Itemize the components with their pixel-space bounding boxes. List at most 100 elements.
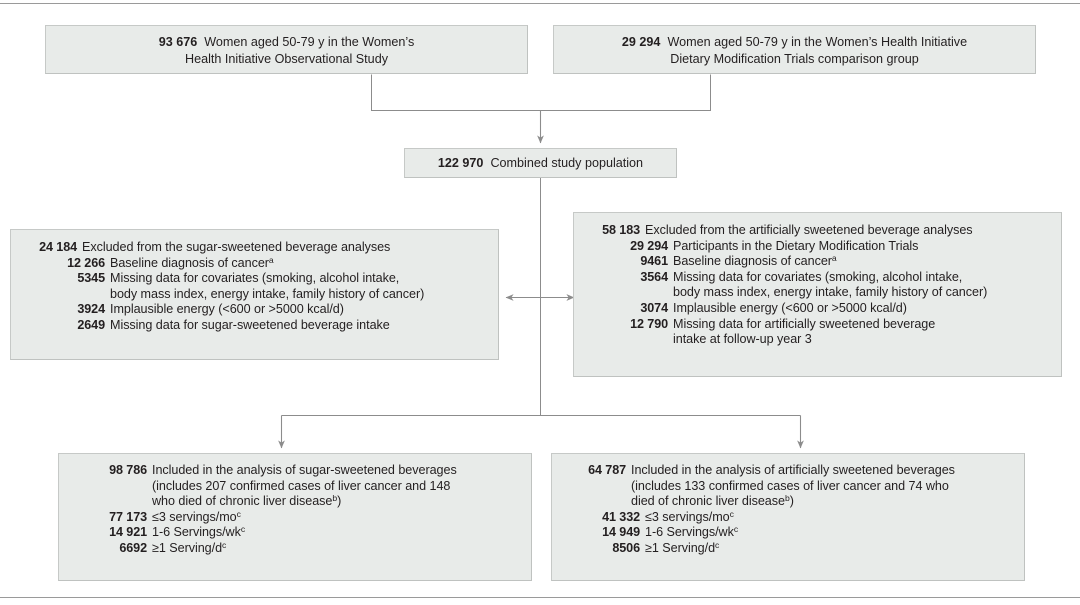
excl-asb-item-4-cont: intake at follow-up year 3 <box>673 332 812 347</box>
excl-ssb-item-1-count: 5345 <box>77 271 105 286</box>
incl-asb-item-2-text: ≥1 Serving/dc <box>645 541 1014 557</box>
excl-asb-item-2-cont: body mass index, energy intake, family h… <box>673 285 988 300</box>
excl-asb-item-3: 3074 Implausible energy (<600 or >5000 k… <box>582 301 1053 317</box>
incl-ssb-header-row: 98 786 Included in the analysis of sugar… <box>67 463 521 510</box>
incl-asb-item-2-sup: c <box>715 540 720 551</box>
incl-asb-label-3-sup: b <box>784 493 790 504</box>
incl-ssb-item-0-text: ≤3 servings/moc <box>152 510 521 526</box>
excl-ssb-item-2-text: Implausible energy (<600 or >5000 kcal/d… <box>110 302 344 317</box>
incl-ssb-item-1-text: 1-6 Servings/wkc <box>152 525 521 541</box>
incl-asb-item-0-text: ≤3 servings/moc <box>645 510 1014 526</box>
excl-ssb-item-3-text: Missing data for sugar-sweetened beverag… <box>110 317 390 332</box>
excl-asb-item-3-count: 3074 <box>640 300 668 315</box>
excl-asb-item-4-main: Missing data for artificially sweetened … <box>673 316 936 331</box>
incl-ssb-item-1-main: 1-6 Servings/wk <box>152 525 241 540</box>
incl-ssb-item-0-sup: c <box>236 508 241 519</box>
incl-asb-label-1: Included in the analysis of artificially… <box>631 463 955 477</box>
excl-asb-item-1-count: 9461 <box>640 254 668 269</box>
box-excluded-sugar-sweetened: 24 184 Excluded from the sugar-sweetened… <box>10 229 499 360</box>
incl-asb-item-0-count: 41 332 <box>602 509 640 524</box>
dietary-count: 29 294 <box>621 35 661 49</box>
box-combined-population: 122 970 Combined study population <box>404 148 677 178</box>
incl-asb-item-1: 14 949 1-6 Servings/wkc <box>560 525 1014 541</box>
incl-ssb-item-2-sup: c <box>222 540 227 551</box>
excl-asb-item-1-sup: a <box>831 253 837 264</box>
observational-line-1: 93 676 Women aged 50-79 y in the Women’s <box>46 34 527 51</box>
incl-ssb-label-3: who died of chronic liver diseaseb) <box>152 494 521 510</box>
top-rule <box>0 3 1080 4</box>
excl-asb-header-row: 58 183 Excluded from the artificially sw… <box>582 223 1053 239</box>
incl-asb-item-1-main: 1-6 Servings/wk <box>645 525 734 540</box>
dietary-text-1: Women aged 50-79 y in the Women’s Health… <box>667 35 968 49</box>
bottom-rule <box>0 597 1080 598</box>
box-included-sugar-sweetened: 98 786 Included in the analysis of sugar… <box>58 453 532 581</box>
box-excluded-artificially-sweetened: 58 183 Excluded from the artificially sw… <box>573 212 1062 377</box>
excl-ssb-item-0: 12 266 Baseline diagnosis of cancera <box>19 254 490 272</box>
excl-ssb-item-2-count: 3924 <box>77 302 105 317</box>
box-observational-study: 93 676 Women aged 50-79 y in the Women’s… <box>45 25 528 74</box>
edge-top-join <box>370 74 712 112</box>
combined-label: Combined study population <box>490 156 644 170</box>
incl-ssb-item-0-main: ≤3 servings/mo <box>152 509 237 524</box>
box-dietary-modification-trials: 29 294 Women aged 50-79 y in the Women’s… <box>553 25 1036 74</box>
excl-ssb-item-0-main: Baseline diagnosis of cancer <box>110 255 269 270</box>
excl-ssb-header-row: 24 184 Excluded from the sugar-sweetened… <box>19 240 490 256</box>
excl-ssb-label: Excluded from the sugar-sweetened bevera… <box>82 240 391 254</box>
incl-ssb-item-2: 6692 ≥1 Serving/dc <box>67 541 521 557</box>
excl-asb-count: 58 183 <box>602 223 640 237</box>
excl-asb-item-2-count: 3564 <box>640 269 668 284</box>
incl-ssb-count: 98 786 <box>109 463 147 477</box>
excl-ssb-item-0-text: Baseline diagnosis of cancera <box>110 254 490 272</box>
incl-ssb-item-2-count: 6692 <box>119 540 147 555</box>
observational-text-1: Women aged 50-79 y in the Women’s <box>204 35 415 49</box>
incl-asb-item-1-count: 14 949 <box>602 525 640 540</box>
incl-ssb-label-2: (includes 207 confirmed cases of liver c… <box>152 478 451 493</box>
observational-line-2: Health Initiative Observational Study <box>184 51 388 66</box>
incl-ssb-item-0-count: 77 173 <box>109 509 147 524</box>
incl-ssb-label-3-main: who died of chronic liver disease <box>152 494 333 509</box>
excl-asb-item-0: 29 294 Participants in the Dietary Modif… <box>582 239 1053 255</box>
excl-asb-item-3-text: Implausible energy (<600 or >5000 kcal/d… <box>673 300 907 315</box>
excl-asb-label: Excluded from the artificially sweetened… <box>645 223 973 237</box>
incl-asb-label-3: died of chronic liver diseaseb) <box>631 494 1014 510</box>
excl-ssb-item-1-cont: body mass index, energy intake, family h… <box>110 286 425 301</box>
incl-asb-label-3-main: died of chronic liver disease <box>631 494 785 509</box>
incl-asb-item-1-text: 1-6 Servings/wkc <box>645 525 1014 541</box>
incl-asb-item-0: 41 332 ≤3 servings/moc <box>560 510 1014 526</box>
incl-ssb-item-0: 77 173 ≤3 servings/moc <box>67 510 521 526</box>
dietary-line-1: 29 294 Women aged 50-79 y in the Women’s… <box>554 34 1035 51</box>
excl-asb-item-1-text: Baseline diagnosis of cancera <box>673 254 1053 270</box>
excl-ssb-item-0-sup: a <box>268 254 274 265</box>
incl-asb-header-row: 64 787 Included in the analysis of artif… <box>560 463 1014 510</box>
excl-ssb-item-2: 3924 Implausible energy (<600 or >5000 k… <box>19 302 490 318</box>
box-included-artificially-sweetened: 64 787 Included in the analysis of artif… <box>551 453 1025 581</box>
incl-ssb-item-1-count: 14 921 <box>109 525 147 540</box>
incl-ssb-item-2-main: ≥1 Serving/d <box>152 540 223 555</box>
incl-ssb-label-3-sup: b <box>332 493 338 504</box>
incl-ssb-item-2-text: ≥1 Serving/dc <box>152 541 521 557</box>
excl-asb-item-4: 12 790 Missing data for artificially swe… <box>582 317 1053 348</box>
incl-ssb-label-3-end: ) <box>337 494 342 509</box>
incl-asb-item-2-main: ≥1 Serving/d <box>645 540 716 555</box>
incl-ssb-label-1: Included in the analysis of sugar-sweete… <box>152 463 457 477</box>
excl-asb-item-4-text: Missing data for artificially sweetened … <box>673 317 1053 348</box>
excl-ssb-item-3-count: 2649 <box>77 317 105 332</box>
excl-ssb-item-1: 5345 Missing data for covariates (smokin… <box>19 271 490 302</box>
excl-asb-item-1: 9461 Baseline diagnosis of cancera <box>582 254 1053 270</box>
excl-ssb-item-1-text: Missing data for covariates (smoking, al… <box>110 271 490 302</box>
incl-asb-item-0-main: ≤3 servings/mo <box>645 509 730 524</box>
excl-ssb-item-0-count: 12 266 <box>67 255 105 270</box>
incl-asb-label-3-end: ) <box>789 494 794 509</box>
excl-asb-item-0-count: 29 294 <box>630 238 668 253</box>
excl-ssb-item-1-main: Missing data for covariates (smoking, al… <box>110 271 400 286</box>
excl-asb-item-4-count: 12 790 <box>630 316 668 331</box>
excl-asb-item-2-main: Missing data for covariates (smoking, al… <box>673 269 963 284</box>
incl-asb-label-2: (includes 133 confirmed cases of liver c… <box>631 478 949 493</box>
excl-asb-item-1-main: Baseline diagnosis of cancer <box>673 254 832 269</box>
excl-ssb-count: 24 184 <box>39 240 77 254</box>
incl-asb-item-2-count: 8506 <box>612 540 640 555</box>
excl-asb-item-0-text: Participants in the Dietary Modification… <box>673 238 919 253</box>
combined-count: 122 970 <box>437 156 484 170</box>
observational-count: 93 676 <box>158 35 198 49</box>
